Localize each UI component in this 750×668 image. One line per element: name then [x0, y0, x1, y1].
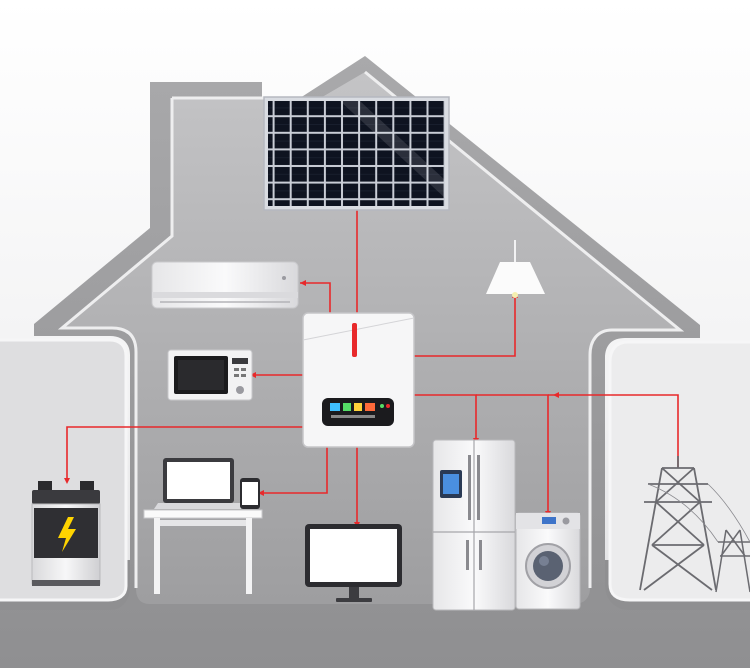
solar-panel-icon — [263, 96, 450, 211]
washer-icon — [515, 512, 581, 610]
wire-to-grid — [548, 394, 679, 468]
transmission-tower-small-icon — [715, 529, 750, 593]
wire-inverter-lamp — [414, 295, 516, 357]
grid-power-lines — [647, 483, 750, 543]
inverter-icon — [302, 312, 415, 448]
phone-icon — [240, 478, 260, 509]
laptop-icon — [154, 458, 244, 509]
lamp-icon — [486, 240, 545, 298]
wire-inverter-battery — [66, 426, 303, 480]
fridge-icon — [432, 439, 516, 611]
transmission-tower-icon — [639, 456, 717, 591]
power-wires — [66, 210, 679, 524]
wire-inverter-phone — [260, 447, 328, 494]
battery-icon — [31, 481, 101, 586]
desk-icon — [143, 509, 263, 594]
wire-inverter-ac — [300, 282, 331, 313]
air-conditioner-icon — [151, 261, 299, 309]
microwave-icon — [167, 349, 253, 401]
monitor-icon — [305, 524, 402, 602]
